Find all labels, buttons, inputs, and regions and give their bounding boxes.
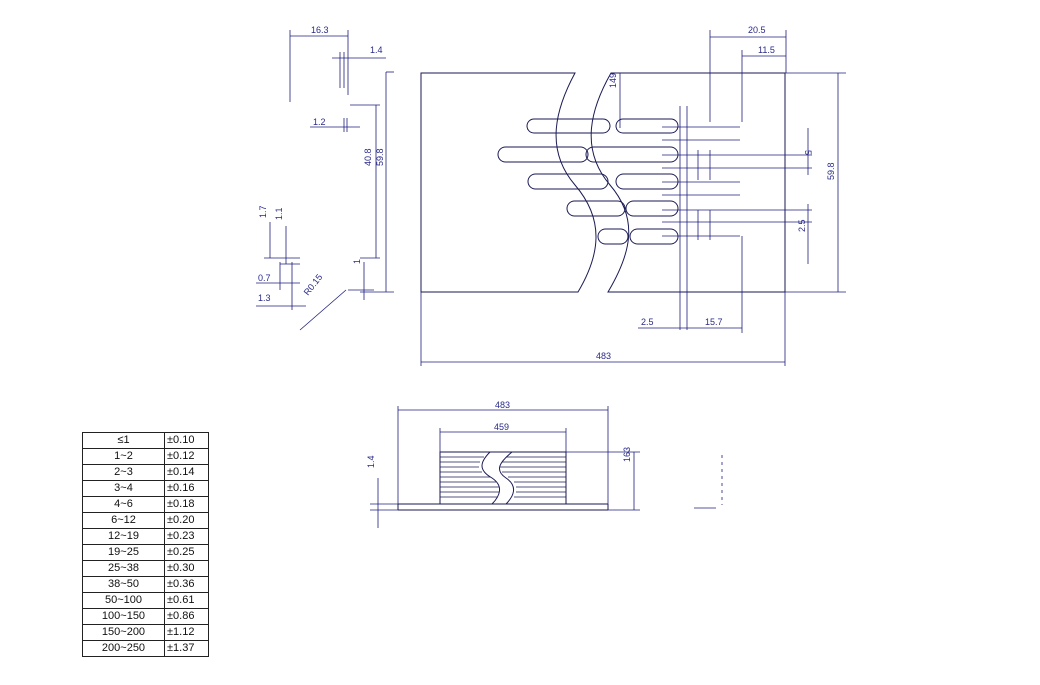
dim-1-1: 1.1	[274, 207, 284, 220]
tolerance-row: 3~4±0.16	[82, 480, 209, 497]
tolerance-value: ±0.86	[164, 608, 209, 625]
tolerance-value: ±0.36	[164, 576, 209, 593]
tolerance-range: ≤1	[82, 432, 165, 449]
dim-15-7: 15.7	[705, 317, 723, 327]
dim-59-8: 59.8	[375, 148, 385, 166]
tolerance-range: 50~100	[82, 592, 165, 609]
dim-1-7: 1.7	[258, 205, 268, 218]
tolerance-range: 2~3	[82, 464, 165, 481]
tolerance-value: ±0.12	[164, 448, 209, 465]
dim-1: 1	[352, 259, 362, 264]
tolerance-row: 12~19±0.23	[82, 528, 209, 545]
side-view-bottom: 483 459	[366, 400, 723, 528]
tolerance-row: 1~2±0.12	[82, 448, 209, 465]
dim-163: 163	[622, 447, 632, 462]
tolerance-value: ±1.12	[164, 624, 209, 641]
tolerance-value: ±0.30	[164, 560, 209, 577]
tolerance-row: 4~6±0.18	[82, 496, 209, 513]
tolerance-row: 150~200±1.12	[82, 624, 209, 641]
dim-40-8: 40.8	[363, 148, 373, 166]
dim-483: 483	[596, 351, 611, 361]
dim-1-3: 1.3	[258, 293, 271, 303]
tolerance-range: 100~150	[82, 608, 165, 625]
dim-2-5-right: 2.5	[797, 219, 807, 232]
tolerance-row: 38~50±0.36	[82, 576, 209, 593]
tolerance-range: 200~250	[82, 640, 165, 657]
dim-459: 459	[494, 422, 509, 432]
tolerance-value: ±0.20	[164, 512, 209, 529]
dim-1-4: 1.4	[370, 45, 383, 55]
dim-1-2: 1.2	[313, 117, 326, 127]
main-plate-view: 149 20.5 11.5 5 2.5	[420, 25, 846, 366]
tolerance-value: ±0.25	[164, 544, 209, 561]
dim-2-5-bottom: 2.5	[641, 317, 654, 327]
dim-20-5: 20.5	[748, 25, 766, 35]
tolerance-value: ±0.61	[164, 592, 209, 609]
tolerance-row: 100~150±0.86	[82, 608, 209, 625]
dim-1-4-bottom: 1.4	[366, 455, 376, 468]
tolerance-row: 6~12±0.20	[82, 512, 209, 529]
tolerance-value: ±0.16	[164, 480, 209, 497]
tolerance-range: 150~200	[82, 624, 165, 641]
tolerance-range: 12~19	[82, 528, 165, 545]
tolerance-row: 19~25±0.25	[82, 544, 209, 561]
tolerance-range: 38~50	[82, 576, 165, 593]
tolerance-row: ≤1±0.10	[82, 432, 209, 449]
dim-59-8-right: 59.8	[826, 162, 836, 180]
tolerance-range: 4~6	[82, 496, 165, 513]
tolerance-value: ±0.14	[164, 464, 209, 481]
tolerance-range: 6~12	[82, 512, 165, 529]
dim-149: 149	[608, 73, 618, 88]
tolerance-range: 3~4	[82, 480, 165, 497]
tolerance-range: 1~2	[82, 448, 165, 465]
dim-5: 5	[803, 150, 813, 155]
dim-16-3: 16.3	[311, 25, 329, 35]
tolerance-value: ±0.10	[164, 432, 209, 449]
tolerance-row: 200~250±1.37	[82, 640, 209, 657]
dim-0-7: 0.7	[258, 273, 271, 283]
slot-pattern	[497, 118, 679, 245]
detail-view-top-left: 16.3 1.4 1.2 40.8 59.8 1.7 1.1 0.7 1.3	[256, 25, 394, 331]
tolerance-row: 50~100±0.61	[82, 592, 209, 609]
tolerance-value: ±1.37	[164, 640, 209, 657]
tolerance-row: 25~38±0.30	[82, 560, 209, 577]
tolerance-value: ±0.23	[164, 528, 209, 545]
tolerance-value: ±0.18	[164, 496, 209, 513]
tolerance-row: 2~3±0.14	[82, 464, 209, 481]
dim-11-5: 11.5	[758, 45, 775, 55]
tolerance-range: 19~25	[82, 544, 165, 561]
dim-483-bottom: 483	[495, 400, 510, 410]
tolerance-range: 25~38	[82, 560, 165, 577]
dim-r0-15: R0.15	[302, 272, 325, 297]
